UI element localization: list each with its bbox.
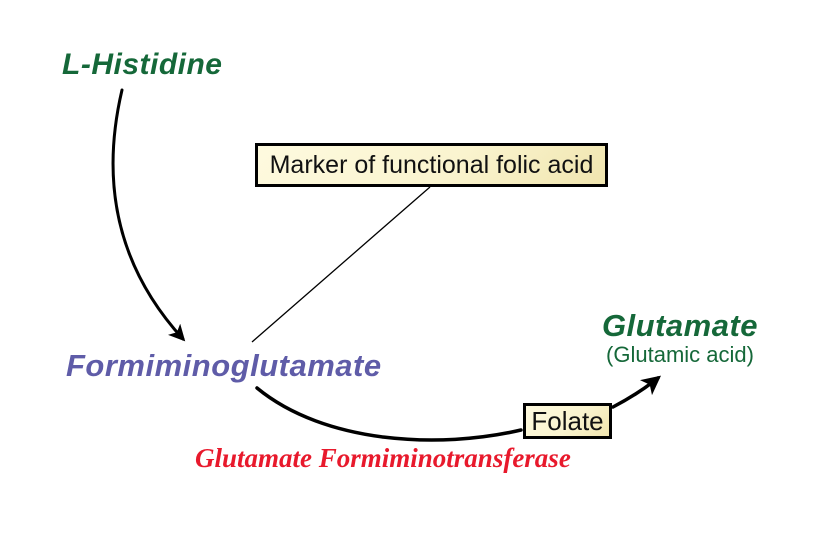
histidine-to-figlu-arrow <box>111 88 186 342</box>
folate-label: Folate <box>531 405 604 436</box>
formiminoglutamate-label: Formiminoglutamate <box>66 348 382 383</box>
histidine-label: L-Histidine <box>62 48 223 81</box>
marker-pointer-line <box>251 186 431 343</box>
marker-of-folic-acid-label: Marker of functional folic acid <box>269 150 594 179</box>
figlu-to-folate-curve <box>255 386 523 442</box>
glutamic-acid-sublabel: (Glutamic acid) <box>606 342 754 367</box>
marker-of-folic-acid-box: Marker of functional folic acid <box>255 143 608 187</box>
folate-to-glutamate-arrow <box>611 375 662 409</box>
folate-box: Folate <box>523 403 612 439</box>
glutamate-label: Glutamate <box>601 308 759 343</box>
enzyme-label: Glutamate Formiminotransferase <box>195 443 571 473</box>
glutamate-block: Glutamate (Glutamic acid) <box>592 310 768 367</box>
